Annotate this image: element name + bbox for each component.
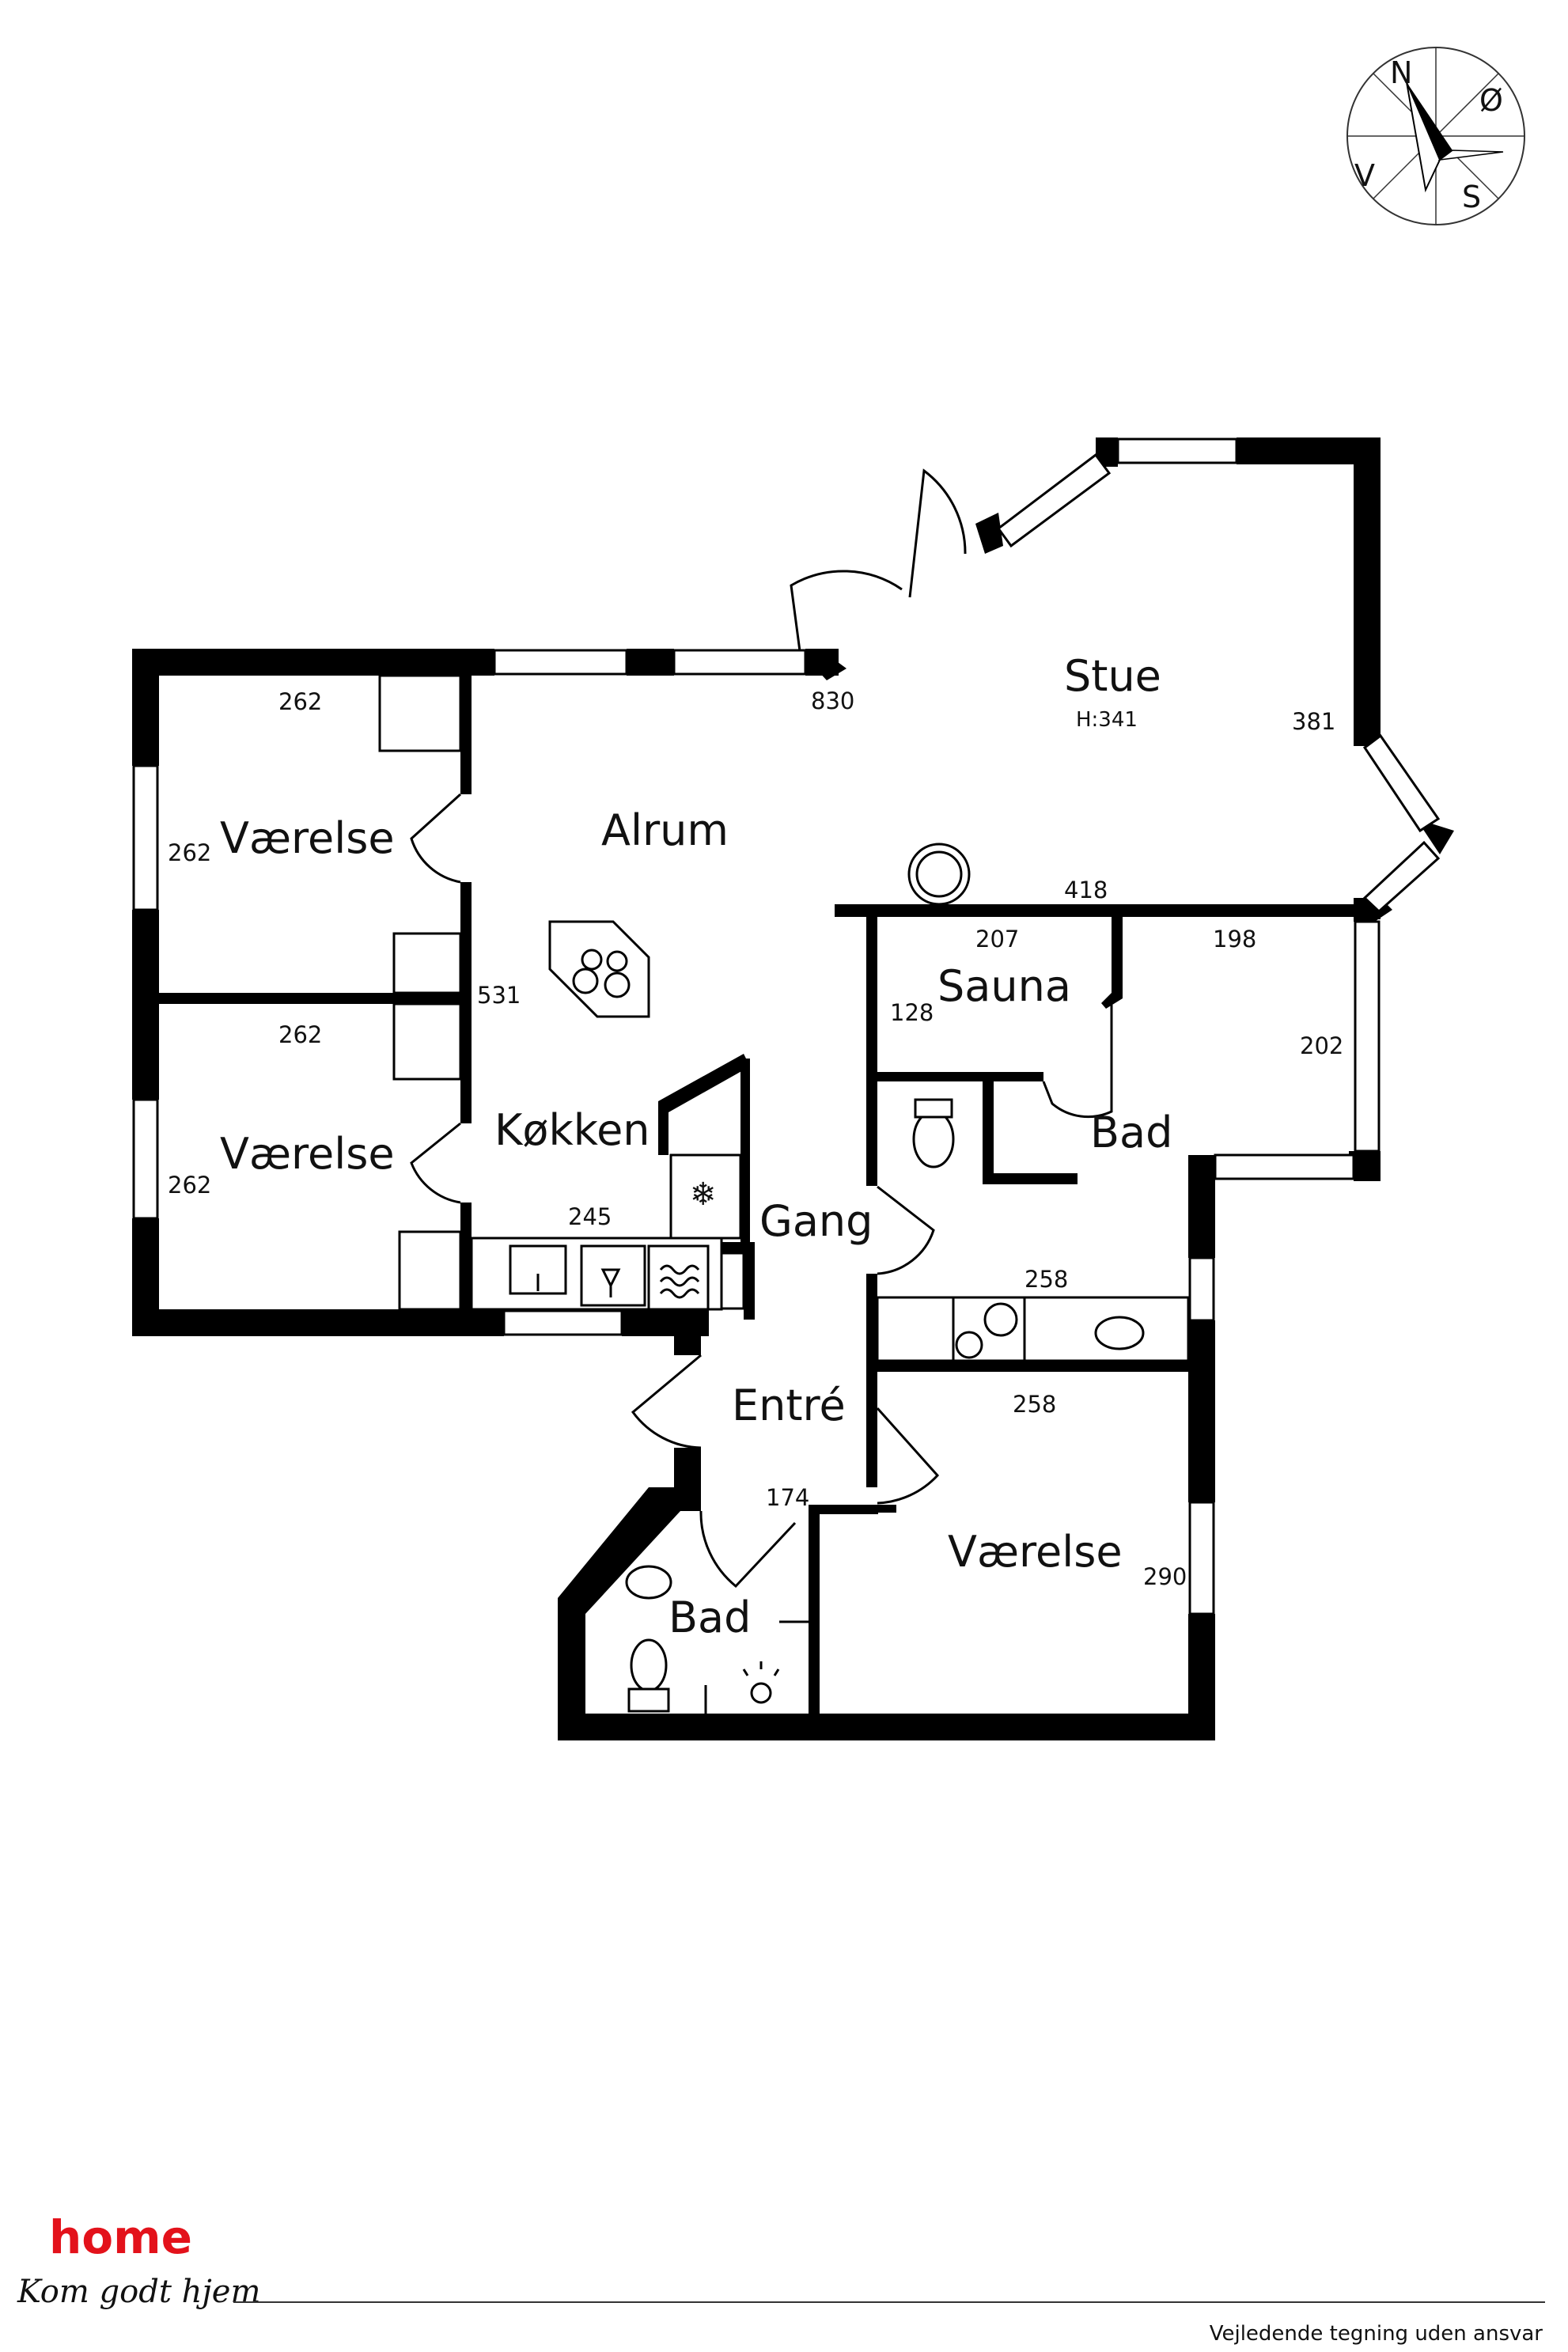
- dimension-label: 202: [1300, 1032, 1343, 1059]
- hob-burner-icon: [604, 971, 631, 998]
- dimension-label: 418: [1064, 877, 1108, 903]
- dimension-label: 128: [890, 999, 934, 1026]
- room-label-sauna: Sauna: [937, 961, 1071, 1011]
- room-label-vaerelse-bottom: Værelse: [948, 1527, 1123, 1577]
- room-label-entre: Entré: [732, 1381, 846, 1430]
- room-label-vaerelse-mid: Værelse: [220, 1129, 395, 1179]
- kitchen-island-icon: [548, 920, 650, 1018]
- wardrobe-icon: [392, 1002, 462, 1081]
- room-label-koekken: Køkken: [494, 1105, 650, 1155]
- compass-n: N: [1390, 55, 1412, 90]
- hob-burner-icon: [606, 950, 628, 972]
- toilet-icon: [912, 1110, 955, 1168]
- compass-s: S: [1462, 180, 1481, 214]
- dimension-label: 262: [168, 839, 211, 866]
- dishwasher-icon: [580, 1244, 646, 1307]
- wardrobe-icon: [378, 674, 462, 752]
- room-label-alrum: Alrum: [601, 805, 729, 855]
- compass-w: V: [1354, 158, 1375, 193]
- dimension-label: 830: [811, 687, 854, 714]
- stove-icon: [647, 1244, 710, 1311]
- room-labels: Værelse Alrum Stue H:341 Sauna Bad Værel…: [220, 651, 1172, 1642]
- windows: [132, 437, 1441, 1615]
- room-label-bad-bottom: Bad: [668, 1593, 751, 1642]
- dimension-label: 258: [1025, 1266, 1068, 1293]
- svg-text:❄: ❄: [690, 1176, 717, 1213]
- dimension-label: 198: [1213, 926, 1256, 953]
- washbasin-icon: [625, 1565, 672, 1600]
- footer: home Kom godt hjem Vejledende tegning ud…: [17, 2210, 1545, 2346]
- room-label-stue: Stue: [1064, 651, 1161, 701]
- cabinet: [720, 1252, 745, 1310]
- dimension-labels: 262 262 262 262 830 381 418 207 198 128 …: [168, 687, 1343, 1590]
- hob-burner-icon: [581, 949, 603, 971]
- washing-machine-icon: [983, 1302, 1018, 1337]
- dimension-label: 381: [1292, 708, 1335, 735]
- wardrobe-icon: [398, 1230, 462, 1311]
- disclaimer-text: Vejledende tegning uden ansvar: [1210, 2322, 1543, 2346]
- dimension-label: 262: [278, 688, 322, 715]
- doors: [410, 468, 1113, 1589]
- dimension-label: 174: [766, 1484, 809, 1511]
- brand-tagline: Kom godt hjem: [17, 2274, 260, 2310]
- room-height-stue: H:341: [1076, 708, 1138, 732]
- wardrobe-icon: [392, 932, 462, 994]
- room-label-vaerelse-top: Værelse: [220, 813, 395, 863]
- interior-walls: [159, 676, 1381, 1714]
- dimension-label: 207: [975, 926, 1019, 953]
- dryer-icon: [955, 1331, 983, 1359]
- dimension-label: 531: [477, 982, 521, 1009]
- washbasin-icon: [1094, 1316, 1145, 1350]
- brand-logo: home Kom godt hjem: [17, 2210, 260, 2310]
- bathroom-counter: [876, 1296, 1190, 1362]
- dimension-label: 290: [1143, 1563, 1187, 1590]
- dimension-label: 245: [568, 1203, 612, 1230]
- fixtures: ❄: [378, 674, 1190, 1714]
- brand-name: home: [49, 2210, 192, 2264]
- hob-burner-icon: [572, 968, 599, 994]
- compass-e: Ø: [1479, 83, 1503, 118]
- shower-icon: [750, 1682, 772, 1704]
- room-label-bad-right: Bad: [1090, 1108, 1172, 1157]
- toilet-icon: [630, 1638, 668, 1692]
- compass-rose-icon: N Ø S V: [1346, 47, 1525, 225]
- dimension-label: 258: [1013, 1391, 1056, 1418]
- dimension-label: 262: [278, 1021, 322, 1048]
- dimension-label: 262: [168, 1172, 211, 1199]
- fridge-icon: [669, 1153, 742, 1240]
- walls: [132, 437, 1454, 1740]
- room-label-gang: Gang: [759, 1196, 873, 1246]
